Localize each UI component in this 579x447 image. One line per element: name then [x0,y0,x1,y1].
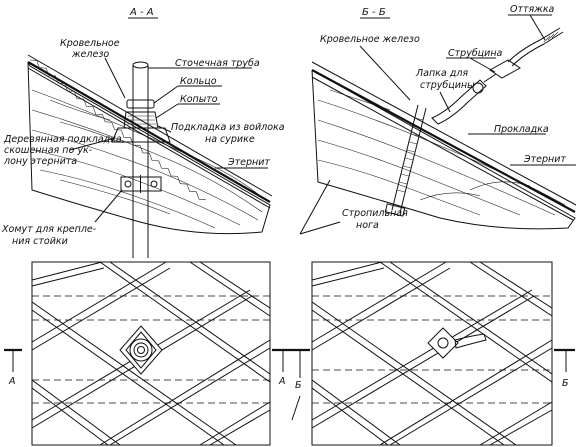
section-b-title: Б - Б [362,7,386,18]
label-clamp-b: Струбцина [448,48,503,59]
label-wood-pad-2: скошенная по ук- [4,145,93,156]
eternit-top-b [311,61,577,206]
plan-left-pipe-base [119,325,163,375]
label-roof-iron-a: Кровельное [60,38,120,49]
mark-left-b: Б [295,380,302,391]
label-roof-iron-a-2: железо [71,49,109,60]
label-felt-pad: Подкладка из войлока [171,122,285,133]
label-clamp-2: ния стойки [12,236,68,247]
label-rafter-1: Стропильная [342,208,408,219]
label-wood-pad-3: лону этернита [3,156,77,167]
plan-right-frame [311,261,553,446]
plan-right-diagonals [311,261,553,446]
plan-right-dashed [312,295,552,404]
label-guy: Оттяжка [510,4,555,15]
drain-pipe [111,61,171,258]
label-clamp-1: Хомут для крепле- [1,224,97,235]
wood-grain-b [317,89,566,216]
paw-and-guy [431,27,564,125]
plan-view-left: А А [4,261,292,446]
section-marker-right-b-right: Б [554,348,575,389]
roof-iron-line-b [311,69,576,213]
mark-right-b: Б [562,378,569,389]
label-eternit-b: Этернит [523,154,566,165]
plan-right-paw [427,327,487,359]
section-marker-left-a-right: А [272,348,292,387]
section-b-b: Б - Б [299,4,577,235]
label-gasket: Прокладка [494,124,549,135]
section-a-title: А - А [129,7,154,18]
label-wood-pad-1: Деревянная подкладка, [3,134,125,145]
label-eternit-a: Этернит [227,157,270,168]
eternit-top-a [27,54,273,197]
clamp-bolt [384,104,427,217]
label-paw-2: струбцины [420,80,475,91]
eternit-bottom-a [27,67,271,209]
label-ring: Кольцо [180,76,217,87]
label-rafter-2: нога [356,220,379,231]
labels-b: Кровельное железо Оттяжка Струбцина Лапк… [299,4,576,235]
section-marker-right-b: Б [291,348,310,421]
labels-a: Кровельное железо Сточечная труба Кольцо… [1,38,285,247]
eternit-bottom-b [311,76,574,221]
plan-view-right: Б Б [291,261,575,446]
label-roof-iron-b: Кровельное железо [320,34,420,45]
mark-right-a: А [278,376,286,387]
roof-body-b [311,69,576,230]
eternit-hatch-a [29,59,206,200]
label-paw-1: Лапка для [415,68,468,79]
roof-body-a [27,61,271,235]
roof-iron-line-a [27,61,271,203]
label-drain-pipe: Сточечная труба [175,58,260,69]
label-felt-pad-2: на сурике [205,134,255,145]
label-hoof: Копыто [180,94,218,105]
plan-left-frame [31,261,271,446]
section-a-a: А - А [1,7,285,258]
plan-left-dashed [32,295,270,404]
section-marker-left-a: А [4,348,22,387]
mark-left-a: А [8,376,16,387]
